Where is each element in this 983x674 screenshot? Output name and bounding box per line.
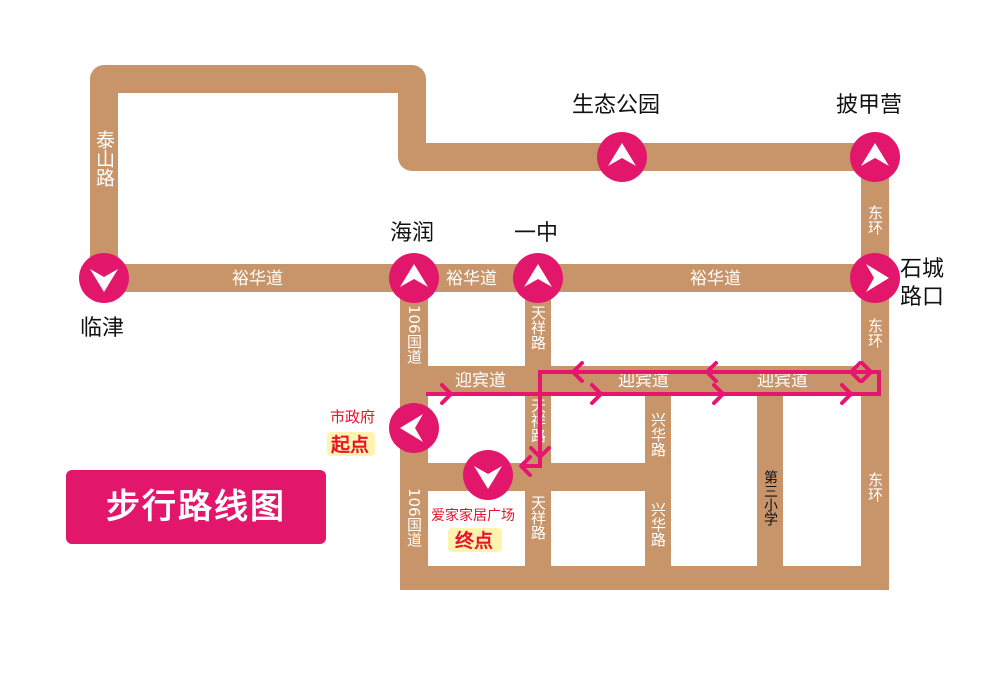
arrow-9	[529, 446, 551, 459]
road-donghuan	[861, 278, 889, 590]
place-mall: 爱家家居广场	[431, 507, 515, 524]
street-yingbin-2: 迎宾道	[618, 371, 669, 391]
stop-linjin: 临津	[80, 316, 124, 341]
street-106-lower: 106国道	[405, 488, 423, 547]
place-government: 市政府	[330, 408, 375, 426]
arrow-1	[440, 383, 453, 405]
route-outbound	[426, 370, 881, 468]
street-xinghua-2: 兴华路	[649, 502, 667, 547]
street-yingbin-1: 迎宾道	[455, 371, 506, 391]
arrow-8	[571, 361, 584, 383]
arrow-5	[860, 361, 873, 383]
circle-chevron-icon	[389, 403, 439, 453]
circle-chevron-icon	[389, 253, 439, 303]
street-yingbin-3: 迎宾道	[757, 371, 808, 391]
stop-labels: 临津 海润 一中 生态公园 披甲营 石城 路口	[80, 93, 944, 341]
street-tianxiang-3: 天祥路	[529, 495, 547, 540]
road-school-west	[757, 382, 783, 590]
page-title: 步行路线图	[106, 487, 286, 527]
start-highlight	[327, 432, 375, 456]
stop-pijiaying: 披甲营	[836, 93, 902, 118]
arrow-4	[840, 383, 853, 405]
circle-chevron-icon	[513, 253, 563, 303]
arrow-10	[519, 455, 532, 477]
walking-route	[426, 361, 881, 477]
title-banner: 步行路线图	[66, 470, 326, 544]
street-donghuan-3: 东环	[866, 472, 884, 502]
stop-shicheng-1: 石城	[900, 257, 944, 282]
stop-shicheng-2: 路口	[900, 285, 944, 310]
stop-markers	[79, 132, 900, 500]
place-school: 第三小学	[762, 469, 778, 526]
street-tianxiang-1: 天祥路	[529, 305, 547, 350]
circle-chevron-icon	[79, 253, 129, 303]
end-highlight	[448, 528, 502, 552]
street-yuhua-2: 裕华道	[446, 269, 497, 289]
arrow-3	[712, 383, 725, 405]
arrow-2	[590, 383, 603, 405]
circle-chevron-icon	[597, 132, 647, 182]
street-106-upper: 106国道	[405, 305, 423, 364]
street-yuhua-1: 裕华道	[232, 269, 283, 289]
stop-yizhong: 一中	[514, 221, 558, 246]
road-yuhua	[90, 264, 890, 292]
road-bottom	[400, 566, 889, 590]
stop-shengtai: 生态公园	[572, 93, 660, 118]
road-north-loop	[90, 65, 889, 292]
street-taishan: 泰山路	[93, 130, 115, 187]
arrow-7	[705, 361, 718, 383]
place-start: 起点	[330, 434, 369, 456]
arrow-6	[849, 361, 862, 383]
place-end: 终点	[455, 529, 493, 552]
circle-chevron-icon	[463, 450, 513, 500]
circle-chevron-icon	[850, 132, 900, 182]
street-donghuan-2: 东环	[866, 318, 884, 348]
place-labels: 第三小学 市政府 起点 爱家家居广场 终点	[327, 408, 778, 552]
stop-hairun: 海润	[390, 221, 434, 246]
street-donghuan-1: 东环	[866, 205, 884, 235]
street-xinghua-1: 兴华路	[649, 412, 667, 457]
circle-chevron-icon	[850, 253, 900, 303]
street-yuhua-3: 裕华道	[690, 269, 741, 289]
